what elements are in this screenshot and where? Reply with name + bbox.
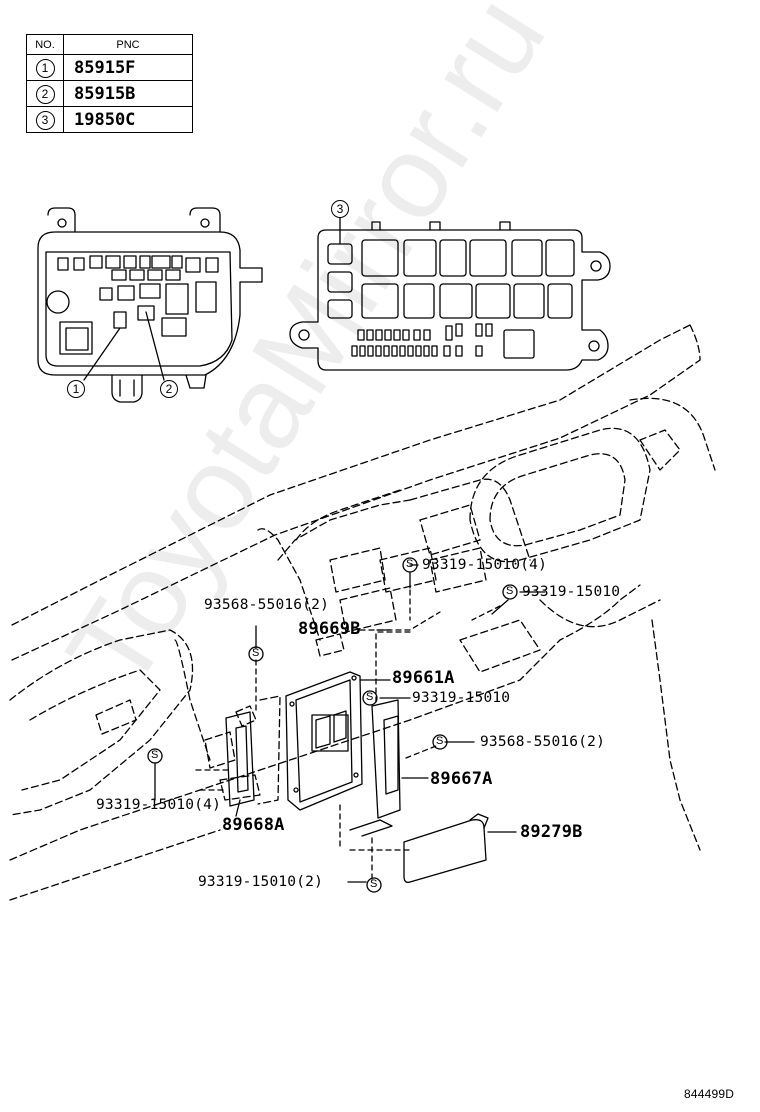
screw-symbol: S xyxy=(436,735,444,747)
row-pnc: 19850C xyxy=(63,106,193,133)
callout-89668a: 89668A xyxy=(222,815,285,835)
screw-symbol: S xyxy=(151,749,159,761)
screw-symbol: S xyxy=(366,691,374,703)
screw-symbols xyxy=(147,557,518,893)
ref-leaders xyxy=(83,217,341,381)
ref-3-marker: 3 xyxy=(331,200,349,218)
callout-93319-15010-mid: 93319-15010 xyxy=(412,690,511,706)
callout-leaders xyxy=(154,564,546,883)
assembly-guides xyxy=(195,589,501,881)
callout-93568-55016-2-left: 93568-55016(2) xyxy=(204,597,330,613)
callout-93319-15010-4-left: 93319-15010(4) xyxy=(96,797,222,813)
callout-93319-15010-right: 93319-15010 xyxy=(522,584,621,600)
ref-2-marker: 2 xyxy=(160,380,178,398)
row-number: 2 xyxy=(35,85,55,104)
row-pnc: 85915B xyxy=(63,80,193,107)
dashboard xyxy=(9,324,716,901)
pnc-table: NO. PNC 1 85915F 2 85915B 3 19850C xyxy=(26,34,193,133)
figure-code: 844499D xyxy=(684,1087,735,1101)
screw-symbol: S xyxy=(406,558,414,570)
callout-89667a: 89667A xyxy=(430,769,493,789)
callout-93319-15010-2-bottom: 93319-15010(2) xyxy=(198,874,324,890)
screw-symbol: S xyxy=(506,585,514,597)
row-number: 1 xyxy=(35,59,55,78)
callout-93568-55016-2-right: 93568-55016(2) xyxy=(480,734,606,750)
row-pnc: 85915F xyxy=(63,54,193,81)
pnc-row: 2 85915B xyxy=(26,80,193,107)
screw-symbol: S xyxy=(252,647,260,659)
callout-89669b: 89669B xyxy=(298,619,361,639)
fuse-box-left xyxy=(37,207,263,403)
row-number: 3 xyxy=(35,111,55,130)
callout-89279b: 89279B xyxy=(520,822,583,842)
callout-89661a: 89661A xyxy=(392,668,455,688)
ecu-assembly xyxy=(225,671,489,884)
callout-93319-15010-4-top: 93319-15010(4) xyxy=(422,557,548,573)
screw-symbol: S xyxy=(370,878,378,890)
pnc-row: 3 19850C xyxy=(26,106,193,133)
ref-1-marker: 1 xyxy=(67,380,85,398)
fuse-box-right xyxy=(289,221,611,371)
